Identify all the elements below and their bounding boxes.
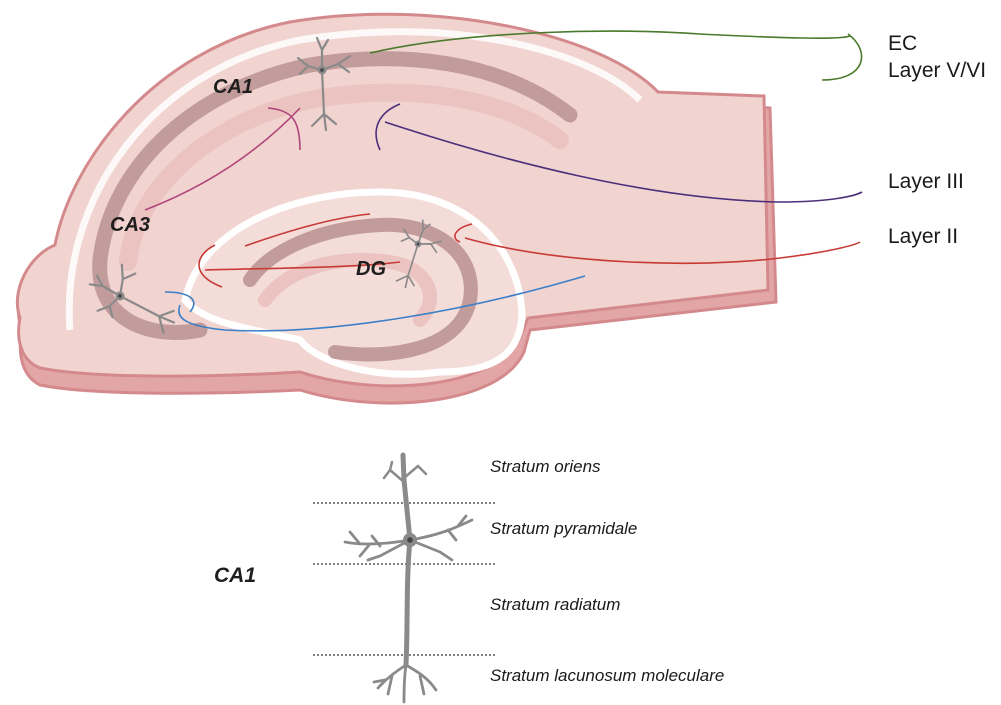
source-label-layer-ii: Layer II [888, 225, 958, 249]
inset-region-label: CA1 [214, 564, 256, 588]
inset-layer-dividers [313, 503, 495, 655]
source-label-layer-iii: Layer III [888, 170, 964, 194]
bracket-ec [822, 34, 862, 80]
source-label-layer-v-vi: Layer V/VI [888, 59, 986, 83]
region-label-ca1: CA1 [213, 76, 253, 99]
region-label-dg: DG [356, 258, 386, 281]
inset-layer-oriens: Stratum oriens [490, 457, 601, 477]
inset-layer-radiatum: Stratum radiatum [490, 595, 620, 615]
inset-nucleus [407, 537, 413, 543]
inset-pyramidal-neuron [345, 455, 472, 702]
inset-layer-pyramidale: Stratum pyramidale [490, 519, 637, 539]
region-label-ca3: CA3 [110, 214, 150, 237]
inset-layer-lacunosum-moleculare: Stratum lacunosum moleculare [490, 666, 724, 686]
source-label-ec: EC [888, 32, 917, 56]
hippocampus-tissue [17, 14, 776, 403]
